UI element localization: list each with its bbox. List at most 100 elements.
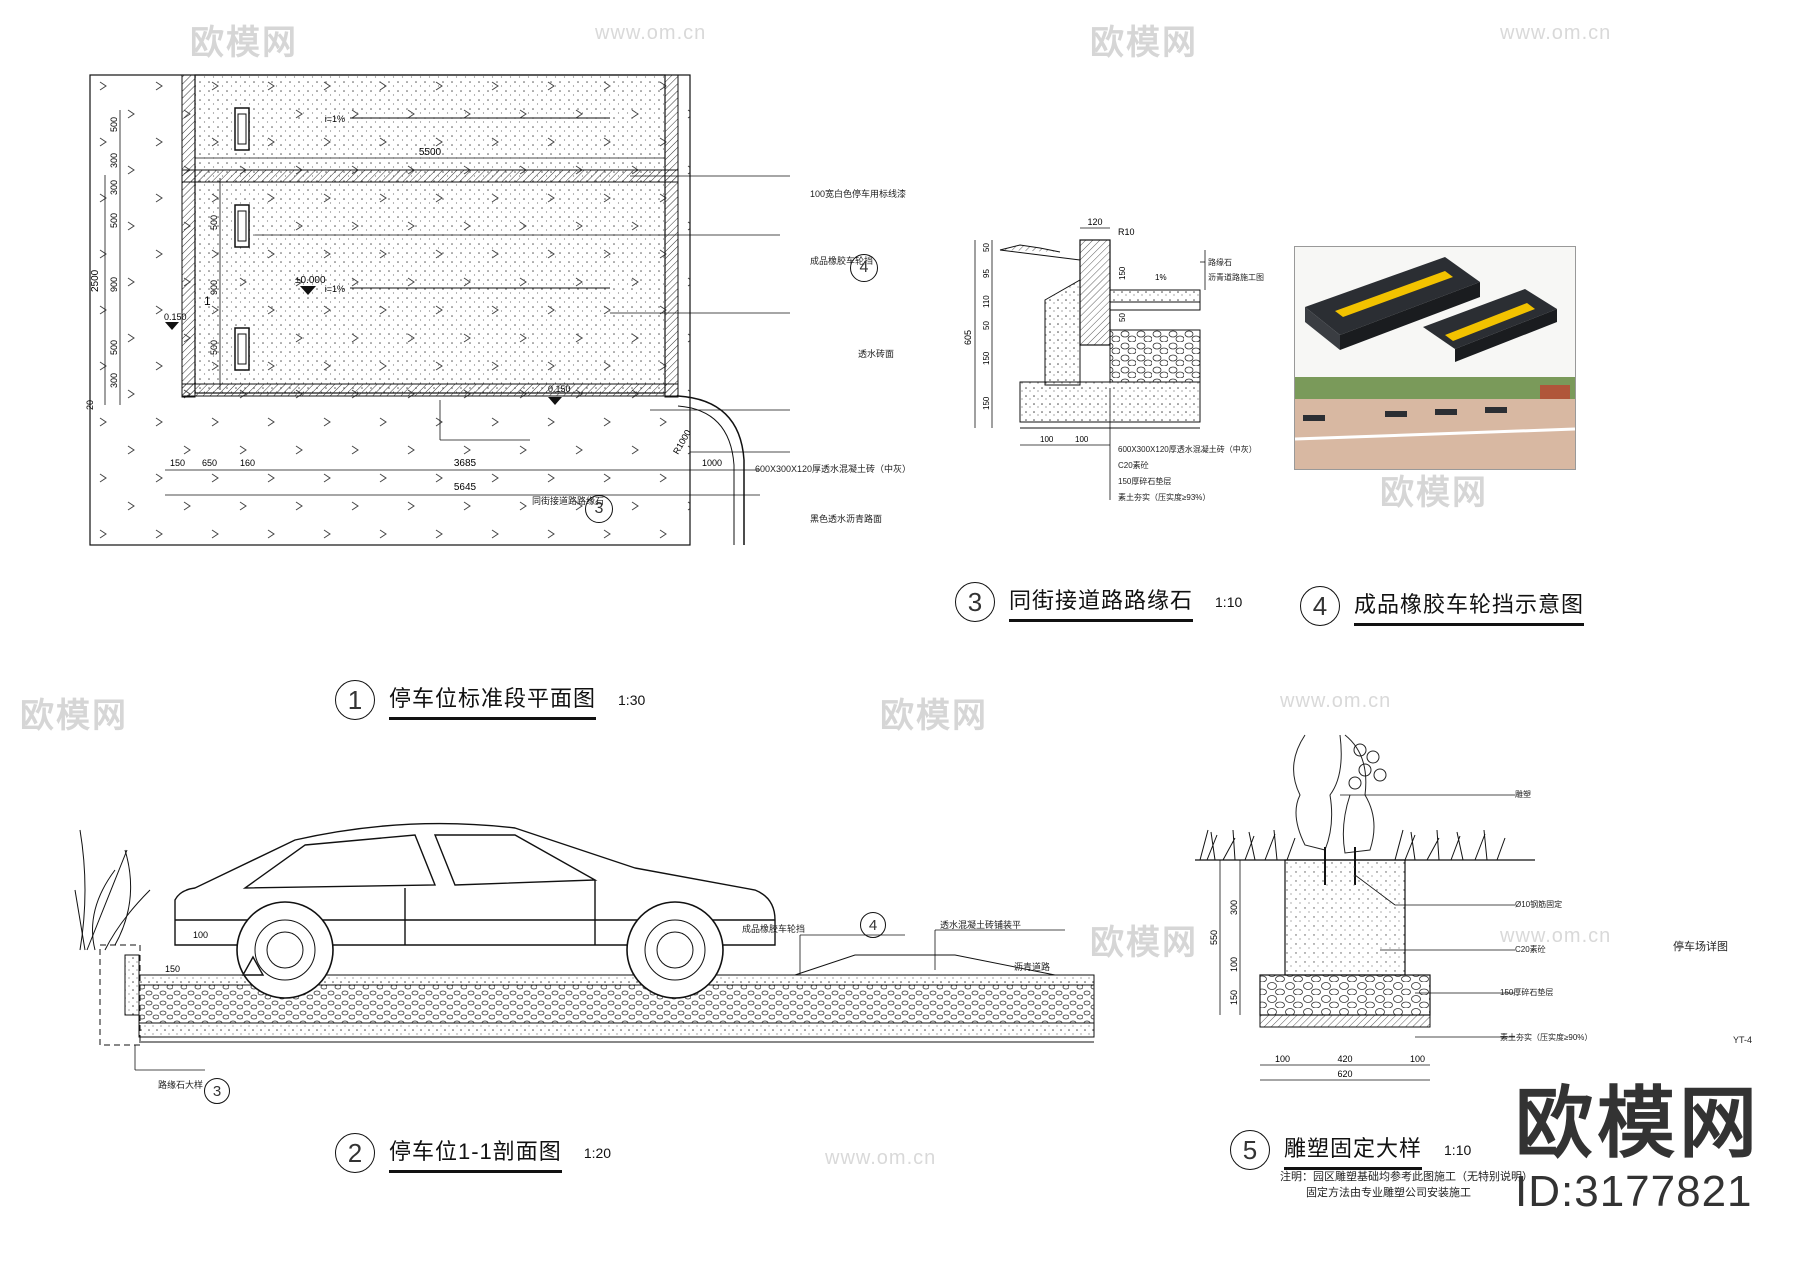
plan-callout-5: 同街接道路路缘石 <box>532 496 605 506</box>
footing-note-2: 固定方法由专业雕塑公司安装施工 <box>1306 1187 1471 1199</box>
footing-callout-4: 150厚碎石垫层 <box>1500 988 1554 997</box>
dim-left-1: 500 <box>109 117 119 132</box>
model-id: ID:3177821 <box>1515 1167 1753 1216</box>
brand-logo-text: 欧模网 <box>1515 1079 1762 1167</box>
plan-ref-3: 3 <box>585 495 613 523</box>
panel4-number: 4 <box>1300 586 1340 626</box>
watermark-url: www.om.cn <box>595 22 707 44</box>
dim-top-width: 5500 <box>419 147 442 158</box>
dim-left-4: 500 <box>109 213 119 228</box>
dim-bottom-total: 5645 <box>454 482 477 493</box>
section-ref-4: 4 <box>860 912 886 938</box>
watermark-url: www.om.cn <box>825 1147 937 1169</box>
brand-block: 欧模网 ID:3177821 <box>1515 1080 1785 1218</box>
curb-callout-3: 600X300X120厚透水混凝土砖（中灰） <box>1118 445 1257 454</box>
footing-dim-w-left: 100 <box>1275 1054 1290 1064</box>
curb-callout-4: C20素砼 <box>1118 461 1149 470</box>
section-callout-4: 路缘石大样 <box>158 1080 204 1090</box>
section-ref-3: 3 <box>204 1078 230 1104</box>
footing-dim-w-total: 620 <box>1337 1069 1352 1079</box>
elevation-150b: 0.150 <box>548 384 571 394</box>
panel2-number: 2 <box>335 1133 375 1173</box>
panel1-scale: 1:30 <box>618 692 646 708</box>
curb-dim-h2: 50 <box>1118 313 1127 322</box>
curb-callout-2: 沥青道路施工图 <box>1208 273 1264 282</box>
panel5-title-row: 5 雕塑固定大样 1:10 <box>1230 1130 1471 1170</box>
slope-top-label: i=1% <box>325 114 345 124</box>
footing-callout-1: 雕塑 <box>1515 790 1531 799</box>
watermark-brand: 欧模网 <box>20 697 128 735</box>
section-dim-150: 150 <box>165 964 180 974</box>
footing-callout-3: C20素砼 <box>1515 945 1546 954</box>
curb-callout-5: 150厚碎石垫层 <box>1118 477 1172 486</box>
curb-dim-h1: 150 <box>1118 266 1127 280</box>
watermark-brand: 欧模网 <box>880 697 988 735</box>
panel4-title-row: 4 成品橡胶车轮挡示意图 <box>1300 586 1585 626</box>
footing-dim-w-mid: 420 <box>1337 1054 1352 1064</box>
panel1-number: 1 <box>335 680 375 720</box>
footing-dim-w-right: 100 <box>1410 1054 1425 1064</box>
dim-left-7: 300 <box>109 373 119 388</box>
dim-inner-2: 900 <box>209 280 219 295</box>
wheel-stop-illustration <box>1294 257 1576 469</box>
dim-left-3: 300 <box>109 180 119 195</box>
curb-dim-b1: 100 <box>1040 435 1054 444</box>
footing-note-1: 注明：园区雕塑基础均参考此图施工（无特别说明） <box>1280 1171 1533 1183</box>
curb-dim-d6: 150 <box>982 396 991 410</box>
panel3-scale: 1:10 <box>1215 594 1243 610</box>
curb-dim-d4: 50 <box>982 321 991 330</box>
watermark-url: www.om.cn <box>1500 925 1612 947</box>
section-callout-2: 透水混凝土砖铺装平 <box>940 920 1022 930</box>
watermark-brand: 欧模网 <box>1090 24 1198 62</box>
panel5-number: 5 <box>1230 1130 1270 1170</box>
footing-dim-total: 550 <box>1209 930 1219 945</box>
dim-bottom-a: 150 <box>170 458 185 468</box>
panel2-title: 停车位1-1剖面图 <box>389 1134 562 1173</box>
footing-callout-2: Ø10钢筋固定 <box>1515 900 1563 909</box>
dim-bottom-b: 650 <box>202 458 217 468</box>
curb-dim-d1: 50 <box>982 243 991 252</box>
curb-detail-drawing: 120 R10 605 50 95 110 50 150 150 150 50 … <box>963 217 1206 500</box>
sheet-number: YT-4 <box>1733 1035 1753 1045</box>
dim-inner-1: 500 <box>209 215 219 230</box>
sheet-side-title: 停车场详图 <box>1673 941 1728 953</box>
watermark-brand: 欧模网 <box>1380 474 1488 512</box>
elevation-150: 0.150 <box>164 312 187 322</box>
curb-slope: 1% <box>1155 273 1167 282</box>
footing-callout-5: 素土夯实（压实度≥90%） <box>1500 1033 1593 1042</box>
panel5-title: 雕塑固定大样 <box>1284 1131 1423 1170</box>
dim-bottom-d: 3685 <box>454 458 477 469</box>
watermark-brand: 欧模网 <box>190 24 298 62</box>
panel2-title-row: 2 停车位1-1剖面图 1:20 <box>335 1133 611 1173</box>
curb-dim-d2: 95 <box>982 269 991 278</box>
watermark-url: www.om.cn <box>1280 690 1392 712</box>
dim-bottom-e: 1000 <box>702 458 722 468</box>
section-callout-1: 成品橡胶车轮挡 <box>742 924 806 934</box>
dim-bottom-c: 160 <box>240 458 255 468</box>
footing-dim-d1: 300 <box>1229 900 1239 915</box>
panel1-title-row: 1 停车位标准段平面图 1:30 <box>335 680 645 720</box>
plan-callout-3: 透水砖面 <box>858 349 895 359</box>
panel3-number: 3 <box>955 582 995 622</box>
curb-dim-d3: 110 <box>982 295 991 308</box>
dim-left-8: 20 <box>85 400 95 410</box>
curb-dim-top: 120 <box>1087 217 1102 227</box>
slope-mid-label: i=1% <box>325 284 345 294</box>
sculpture-footing-drawing: 550 300 100 150 100 420 100 620 <box>1195 734 1535 1081</box>
dim-left-2: 300 <box>109 153 119 168</box>
panel3-title-row: 3 同街接道路路缘石 1:10 <box>955 582 1242 622</box>
section-mark: 1 <box>204 294 211 308</box>
panel3-title: 同街接道路路缘石 <box>1009 583 1194 622</box>
plan-callout-2: 成品橡胶车轮挡 <box>810 256 874 266</box>
dim-left-6: 500 <box>109 340 119 355</box>
parking-plan-drawing: i=1% i=1% 5500 ±0.000 0.150 0.150 2500 5… <box>85 74 790 546</box>
dim-left-total: 2500 <box>90 269 101 292</box>
panel2-scale: 1:20 <box>583 1145 612 1161</box>
dim-inner-3: 500 <box>209 340 219 355</box>
curb-dim-radius: R10 <box>1118 227 1135 237</box>
plan-callout-4: 600X300X120厚透水混凝土砖（中灰） <box>755 464 912 474</box>
dim-left-5: 900 <box>109 277 119 292</box>
watermark-brand: 欧模网 <box>1090 924 1198 962</box>
wheel-stop-photo <box>1294 246 1576 470</box>
panel4-title: 成品橡胶车轮挡示意图 <box>1354 587 1585 626</box>
